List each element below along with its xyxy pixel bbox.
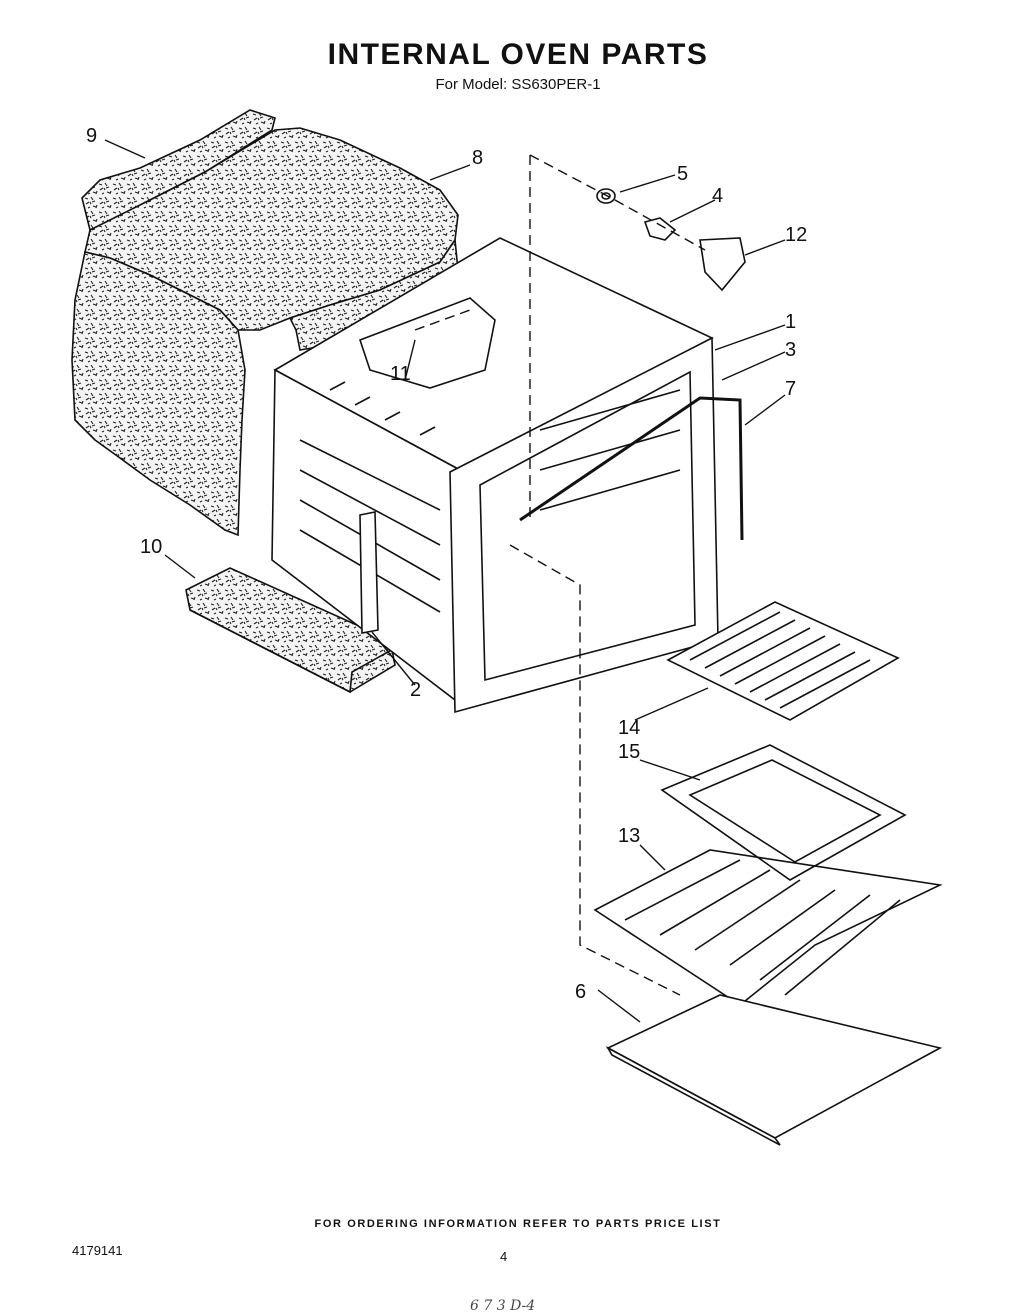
callout-9: 9 (86, 125, 97, 147)
callout-1: 1 (785, 311, 796, 333)
callout-11: 11 (390, 363, 411, 385)
callout-leaders (104, 139, 786, 1023)
handwritten-note: 6 7 3 D-4 (470, 1298, 536, 1314)
model-number: SS630PER-1 (511, 76, 601, 93)
callout-13: 13 (618, 825, 640, 847)
assembly-lines (414, 154, 706, 996)
callout-15: 15 (618, 741, 640, 763)
callout-7: 7 (785, 378, 796, 400)
callout-5: 5 (677, 163, 688, 185)
page-title: INTERNAL OVEN PARTS (327, 38, 709, 71)
ordering-note: FOR ORDERING INFORMATION REFER TO PARTS … (314, 1218, 722, 1230)
insulation-block (185, 567, 396, 694)
broil-pan-grid (666, 601, 900, 721)
oven-bottom-panel (605, 994, 943, 1146)
oven-liner (271, 237, 744, 714)
callout-12: 12 (785, 224, 807, 246)
document-number: 4179141 (72, 1243, 123, 1258)
callout-6: 6 (575, 981, 586, 1003)
callout-2: 2 (410, 679, 421, 701)
insulation-blanket (71, 109, 459, 537)
callout-10: 10 (140, 536, 162, 558)
callout-labels: 1 2 3 4 5 6 7 8 9 10 11 12 13 14 15 (86, 125, 807, 1003)
page-number: 4 (500, 1249, 508, 1264)
broil-pan (660, 744, 907, 881)
model-label: For Model: (435, 76, 508, 93)
callout-8: 8 (472, 147, 483, 169)
callout-4: 4 (712, 185, 723, 207)
callout-3: 3 (785, 339, 796, 361)
oven-rack (593, 849, 943, 1006)
model-line: For Model: SS630PER-1 (0, 76, 1036, 93)
callout-14: 14 (618, 717, 640, 739)
